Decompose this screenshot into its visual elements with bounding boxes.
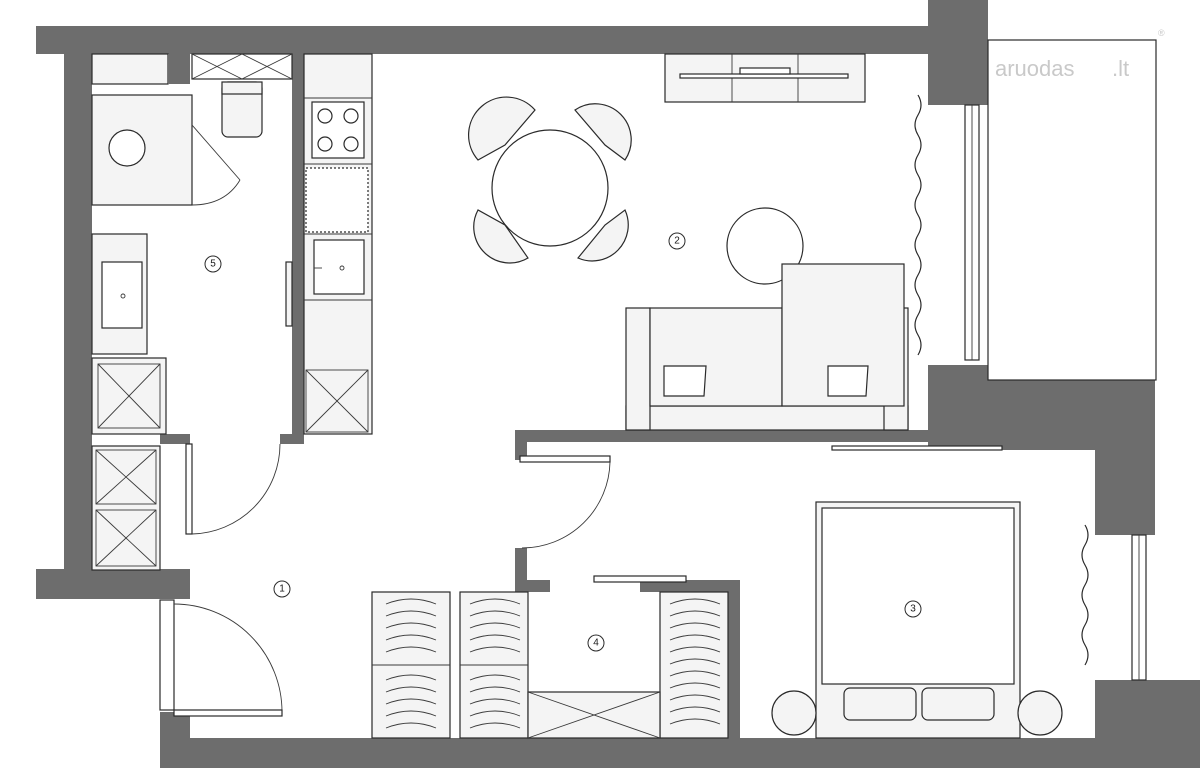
room-4-marker: [587, 634, 605, 652]
inner-door-swing: [521, 461, 611, 549]
wall-top: [36, 26, 930, 54]
curtain-bedroom: [1081, 524, 1089, 666]
hallway: 1: [91, 445, 291, 717]
bath-cabinet-top: [91, 53, 169, 85]
wall-partition-living-bedroom: [515, 430, 935, 442]
bath-pipe: [168, 54, 190, 84]
wall-left-stub: [36, 569, 190, 599]
hall-closet: [91, 445, 161, 571]
chair-top-left: [468, 96, 536, 161]
wardrobe-right: [659, 591, 729, 739]
room-3-label: 3: [910, 604, 916, 615]
hob-burner-4: [343, 136, 359, 152]
hob-burner-1: [317, 108, 333, 124]
bath-door-swing: [191, 443, 281, 535]
sofa-arm-left: [625, 307, 651, 431]
watermark-brand: aruodas: [995, 56, 1075, 81]
balcony-area: [987, 39, 1157, 381]
living-room: 2: [468, 53, 909, 549]
wall-top-right-column: [928, 0, 988, 105]
dining-table: [491, 129, 609, 247]
wall-left: [64, 26, 92, 571]
bath-shelf: [191, 53, 293, 80]
wall-wardrobe-top: [515, 580, 550, 592]
kitchen: [303, 53, 373, 435]
room-4-label: 4: [593, 638, 599, 649]
nightstand-right: [1017, 690, 1063, 736]
sofa-back: [625, 405, 909, 431]
wall-wardrobe-top-right: [640, 580, 740, 592]
shower-drain: [108, 129, 146, 167]
walls: [36, 0, 1200, 768]
room-5-label: 5: [210, 259, 216, 270]
bath-door-panel: [285, 261, 293, 327]
room-3-marker: [904, 600, 922, 618]
entrance-door-swing: [173, 603, 283, 713]
nightstand-left: [771, 690, 817, 736]
kitchen-hob: [311, 101, 365, 159]
room-2-label: 2: [674, 236, 680, 247]
room-5-marker: [204, 255, 222, 273]
wardrobe-room: 4: [371, 575, 729, 739]
wardrobe-door: [593, 575, 687, 583]
wall-bottom: [160, 738, 1200, 768]
chair-bottom-left: [473, 209, 529, 264]
wall-partition-stub: [515, 430, 527, 460]
sofa: [625, 263, 909, 431]
wall-wardrobe-top-left: [515, 548, 527, 588]
room-1-label: 1: [279, 584, 285, 595]
wall-kitchen-bottom: [280, 434, 304, 444]
chair-bottom-right: [577, 209, 629, 262]
cushion-left: [663, 365, 707, 397]
bathroom: 5: [91, 53, 293, 535]
cushion-right: [827, 365, 869, 397]
wall-bath-bottom: [160, 434, 190, 444]
room-2-marker: [668, 232, 686, 250]
wall-wardrobe-right: [728, 580, 740, 738]
pillow-left: [843, 687, 917, 721]
pillow-right: [921, 687, 995, 721]
wall-right-bedroom-upper: [1095, 380, 1155, 535]
wall-right-bedroom-lower: [1095, 680, 1200, 768]
watermark: aruodas .lt ®: [995, 28, 1165, 81]
hob-burner-2: [343, 108, 359, 124]
bed-mattress: [821, 507, 1015, 685]
balcony: [914, 39, 1157, 681]
dining-set: [468, 96, 632, 264]
watermark-trademark: ®: [1158, 28, 1165, 38]
bedroom: 3: [771, 445, 1063, 739]
bath-sink: [101, 261, 143, 329]
wall-right-mid-2: [928, 380, 1098, 450]
wall-bath-kitchen: [292, 54, 304, 434]
bedroom-door-slider: [831, 445, 1003, 451]
hob-burner-3: [317, 136, 333, 152]
hangers: [385, 598, 721, 729]
chair-top-right: [574, 103, 632, 161]
watermark-tld: .lt: [1112, 56, 1129, 81]
kitchen-oven: [305, 167, 369, 233]
kitchen-sink: [313, 239, 365, 295]
room-1-marker: [273, 580, 291, 598]
curtain-living: [914, 94, 922, 356]
